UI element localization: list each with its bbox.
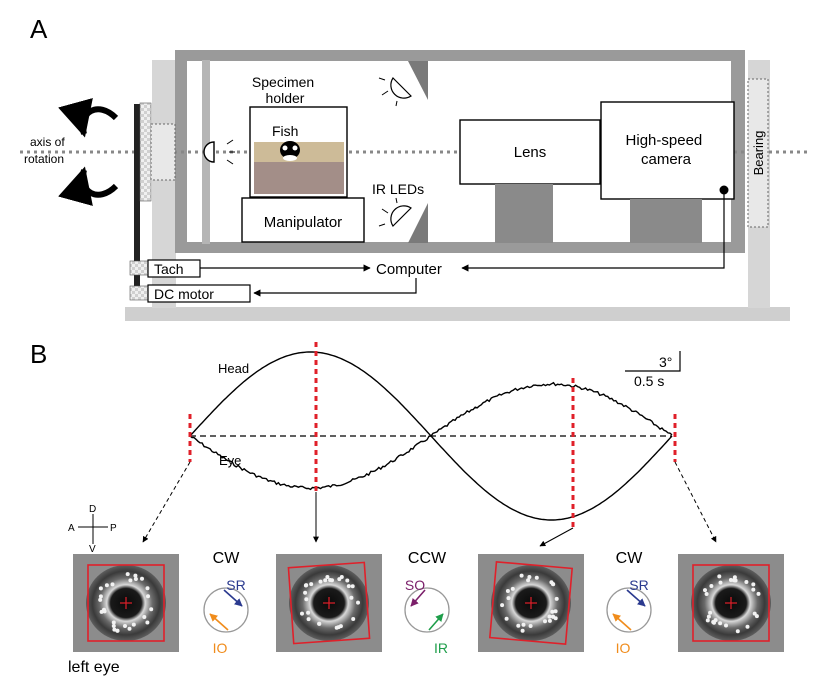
frame-top xyxy=(178,50,743,61)
eye-image xyxy=(478,554,584,652)
manipulator-box xyxy=(241,197,365,243)
panel-b-label: B xyxy=(30,339,47,369)
ir-led-top-rays-icon xyxy=(378,77,398,107)
rotation-indicator: CW SR IO xyxy=(606,550,652,656)
eye-image xyxy=(73,554,179,652)
shaft-coupler xyxy=(150,123,176,181)
compass-v: V xyxy=(89,544,96,555)
drive-belt xyxy=(134,104,140,300)
camera-box xyxy=(600,101,735,200)
scale-time-label: 0.5 s xyxy=(634,373,664,389)
muscle-label-top: SO xyxy=(405,577,425,593)
frame-right xyxy=(731,50,745,253)
rotation-indicators: CW SR IO CCW SO IR CW SR IO xyxy=(203,550,652,656)
rotation-direction: CW xyxy=(616,550,644,567)
motor-connector xyxy=(129,285,149,301)
compass-icon xyxy=(78,514,108,544)
rotation-arrow-icon-2 xyxy=(58,166,119,206)
bearing-box xyxy=(747,78,769,228)
frame-bottom xyxy=(178,242,743,253)
rotation-arrow-icon xyxy=(58,98,119,138)
fish-icon xyxy=(280,141,300,161)
rotation-indicator: CW SR IO xyxy=(203,550,249,656)
dc-motor-label: DC motor xyxy=(154,286,214,302)
fish-label: Fish xyxy=(272,123,298,139)
led-mount-bottom xyxy=(408,203,428,243)
compass-a: A xyxy=(68,523,75,534)
specimen-holder-label: Specimen holder xyxy=(252,74,318,106)
computer-to-motor-arrow xyxy=(253,278,417,297)
head-label: Head xyxy=(218,361,249,376)
scale-bar xyxy=(625,351,681,372)
eye-images xyxy=(73,554,784,652)
ir-led-bottom-rays-icon xyxy=(378,197,398,227)
eye-label: Eye xyxy=(219,453,241,468)
lens-box xyxy=(459,119,601,185)
panel-a-label: A xyxy=(30,14,48,44)
rotation-direction: CW xyxy=(213,550,241,567)
muscle-label-top: SR xyxy=(629,577,648,593)
pointer-arrow-4 xyxy=(674,461,717,543)
ir-led-top-icon xyxy=(390,77,412,99)
led-mount-top xyxy=(408,61,428,100)
rotation-direction: CCW xyxy=(408,550,447,567)
ir-led-left-rays-icon xyxy=(226,139,235,165)
camera-support xyxy=(630,199,702,243)
pointer-arrow-3 xyxy=(539,527,574,547)
compass-p: P xyxy=(110,523,117,534)
eye-image xyxy=(678,554,784,652)
drive-wheel xyxy=(139,102,152,202)
camera-label: High-speed camera xyxy=(626,132,707,168)
rotation-indicator: CCW SO IR xyxy=(404,550,450,656)
left-eye-caption: left eye xyxy=(68,659,120,676)
ir-led-bottom-icon xyxy=(390,205,412,227)
ir-led-left-icon xyxy=(203,141,215,163)
eye-image xyxy=(276,554,382,652)
base-plate xyxy=(125,307,790,321)
camera-to-computer-arrow xyxy=(461,194,725,272)
holder-agar xyxy=(254,162,344,194)
axis-of-rotation-label: axis of rotation xyxy=(24,135,68,166)
tach-connector xyxy=(129,260,149,276)
motor-box xyxy=(147,284,251,303)
lens-support xyxy=(495,184,553,243)
bearing-label: Bearing xyxy=(751,131,766,176)
computer-label: Computer xyxy=(376,261,442,278)
ir-leds-label: IR LEDs xyxy=(372,181,424,197)
muscle-label-bottom: IR xyxy=(434,640,448,656)
compass-d: D xyxy=(89,504,96,515)
tach-label: Tach xyxy=(154,261,184,277)
scale-deg-label: 3° xyxy=(659,354,672,370)
muscle-label-bottom: IO xyxy=(616,640,631,656)
manipulator-label: Manipulator xyxy=(264,214,342,231)
lens-label: Lens xyxy=(514,144,547,161)
camera-cable-port-icon xyxy=(719,185,729,195)
muscle-label-top: SR xyxy=(226,577,245,593)
pointer-arrow-1 xyxy=(142,461,191,543)
muscle-label-bottom: IO xyxy=(213,640,228,656)
